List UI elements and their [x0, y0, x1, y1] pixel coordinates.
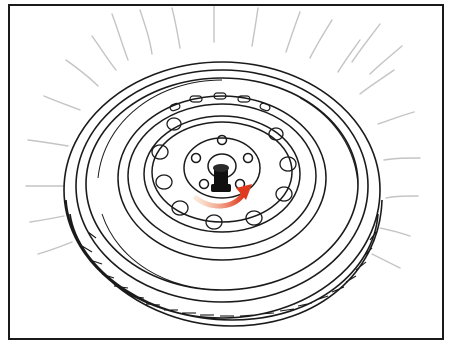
retaining-bolt-icon: [211, 164, 231, 192]
